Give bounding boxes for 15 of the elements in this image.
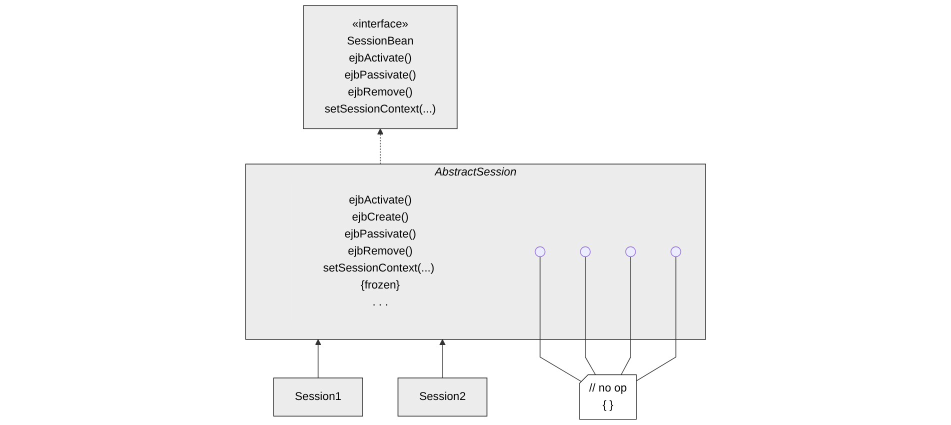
node-circle bbox=[625, 246, 636, 258]
node-text: ejbActivate() ejbCreate() ejbPassivate() ejbRemove() setSessionContext(...) {frozen} . . . bbox=[322, 194, 434, 308]
node-box: «interface» SessionBean ejbActivate() ejbPassivate() ejbRemove() setSessionContext(...) bbox=[302, 5, 458, 130]
connector bbox=[584, 256, 596, 376]
node-box: Session1 bbox=[273, 378, 363, 416]
connector bbox=[620, 256, 631, 376]
arrow bbox=[314, 339, 322, 378]
connector bbox=[540, 256, 582, 382]
node-circle bbox=[580, 246, 591, 258]
node-circle bbox=[534, 246, 546, 258]
node-box: Session2 bbox=[398, 378, 488, 416]
arrow bbox=[439, 339, 446, 378]
connector bbox=[636, 256, 676, 382]
arrow bbox=[377, 128, 384, 164]
node-circle bbox=[670, 246, 682, 258]
